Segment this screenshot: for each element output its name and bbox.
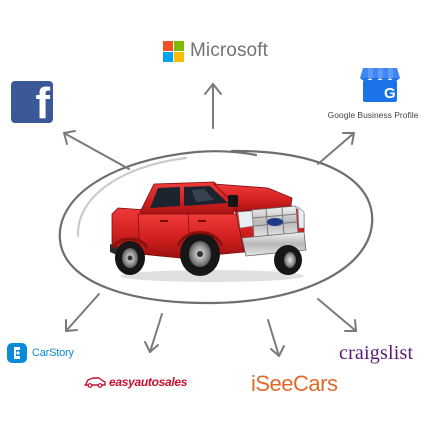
front-right-wheel: [274, 245, 302, 275]
arrow-to-facebook: [63, 130, 130, 170]
front-wheel: [180, 232, 220, 276]
car-outline-icon: [84, 377, 106, 388]
facebook-letter: f: [35, 81, 50, 124]
facebook-icon: f: [11, 81, 53, 123]
pickup-truck-image: [110, 181, 307, 282]
arrows: [63, 83, 357, 357]
ellipse-outline: [58, 149, 374, 305]
carstory-logo: CarStory: [7, 343, 74, 363]
microsoft-windows-icon: [163, 40, 184, 62]
carstory-icon: [7, 343, 27, 363]
easyautosales-label: easyautosales: [109, 375, 188, 389]
arrow-to-microsoft: [204, 83, 222, 129]
microsoft-logo: Microsoft: [163, 40, 268, 62]
svg-text:G: G: [384, 85, 396, 102]
arrow-to-carstory: [65, 293, 100, 332]
easyautosales-logo: easyautosales: [84, 375, 187, 389]
arrow-to-craigslist: [317, 298, 357, 332]
google-business-profile-label: Google Business Profile: [327, 110, 419, 120]
google-business-store-icon: G: [360, 68, 400, 102]
iseecars-logo: iSeeCars: [251, 371, 338, 396]
arrow-to-easyautosales: [144, 313, 163, 353]
carstory-label: CarStory: [32, 347, 74, 359]
craigslist-logo: craigslist: [339, 342, 414, 364]
arrow-to-iseecars: [267, 319, 285, 357]
rear-wheel: [115, 241, 145, 275]
arrow-to-google-business-profile: [317, 132, 355, 165]
microsoft-label: Microsoft: [190, 40, 268, 61]
